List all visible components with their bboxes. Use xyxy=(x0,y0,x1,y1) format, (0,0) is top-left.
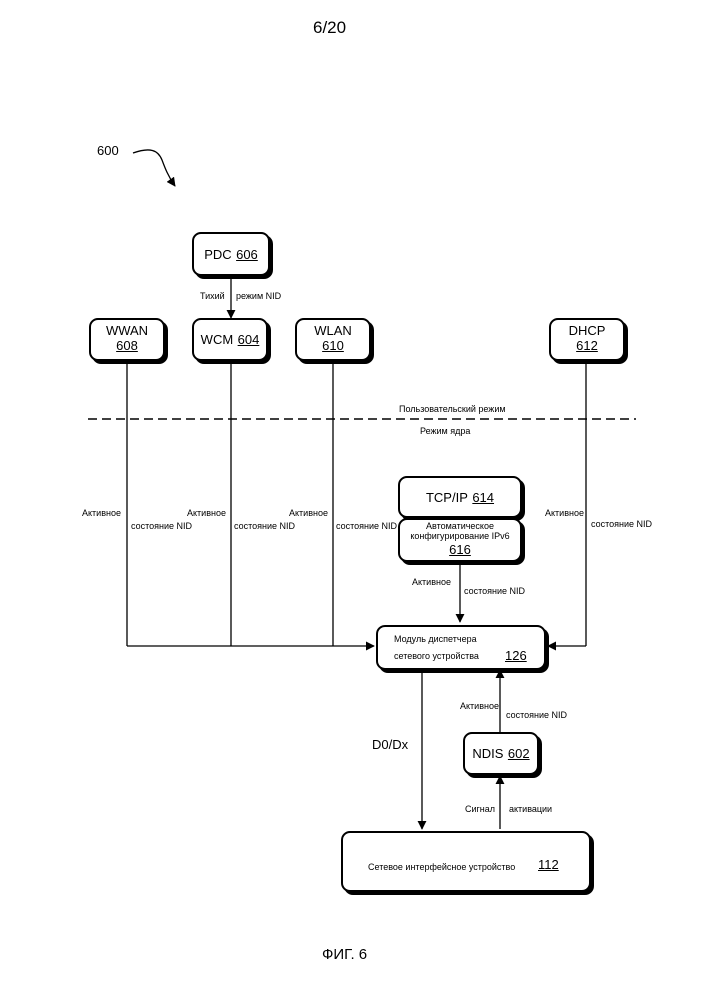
dhcp-label: DHCP xyxy=(551,323,623,338)
nid-num: 112 xyxy=(538,857,559,872)
wlan-edge-label-b: состояние NID xyxy=(336,521,397,531)
tcpip-label: TCP/IP xyxy=(426,490,468,505)
ipv6-label-1: Автоматическое xyxy=(400,521,520,531)
user-mode-label: Пользовательский режим xyxy=(399,404,506,414)
dhcp-box: DHCP 612 xyxy=(549,318,625,361)
wlan-box: WLAN 610 xyxy=(295,318,371,361)
dhcp-edge-label-a: Активное xyxy=(545,508,584,518)
signal-label-b: активации xyxy=(509,804,552,814)
wcm-box: WCM 604 xyxy=(192,318,268,361)
signal-label-a: Сигнал xyxy=(465,804,495,814)
wlan-label: WLAN xyxy=(297,323,369,338)
ndis-edge-label-a: Активное xyxy=(460,701,499,711)
wcm-edge-label-b: состояние NID xyxy=(234,521,295,531)
tcpip-num: 614 xyxy=(472,490,494,505)
figure-caption: ФИГ. 6 xyxy=(322,946,367,963)
wcm-label: WCM xyxy=(201,332,234,347)
ipv6-box: Автоматическое конфигурирование IPv6 616 xyxy=(398,518,522,562)
wcm-num: 604 xyxy=(238,332,260,347)
ipv6-edge-label-a: Активное xyxy=(412,577,451,587)
wwan-box: WWAN 608 xyxy=(89,318,165,361)
wwan-num: 608 xyxy=(91,338,163,353)
ipv6-label-2: конфигурирование IPv6 xyxy=(400,531,520,541)
ndm-label-1: Модуль диспетчера xyxy=(394,634,477,644)
ipv6-num: 616 xyxy=(400,542,520,557)
d0dx-label: D0/Dx xyxy=(372,737,408,752)
ndm-box: Модуль диспетчера сетевого устройства 12… xyxy=(376,625,546,670)
ndm-label-2: сетевого устройства xyxy=(394,651,479,661)
pdc-wcm-label-a: Тихий xyxy=(200,291,225,301)
ndm-num: 126 xyxy=(505,648,527,663)
figure-ref: 600 xyxy=(97,143,119,158)
ndis-num: 602 xyxy=(508,746,530,761)
ref-600-arrow xyxy=(133,150,175,186)
ndis-label: NDIS xyxy=(472,746,503,761)
wcm-edge-label-a: Активное xyxy=(187,508,226,518)
dhcp-edge-label-b: состояние NID xyxy=(591,519,652,529)
wwan-edge-label-b: состояние NID xyxy=(131,521,192,531)
wwan-label: WWAN xyxy=(91,323,163,338)
ndis-box: NDIS 602 xyxy=(463,732,539,775)
dhcp-num: 612 xyxy=(551,338,623,353)
pdc-box: PDC 606 xyxy=(192,232,270,276)
ipv6-edge-label-b: состояние NID xyxy=(464,586,525,596)
page-number: 6/20 xyxy=(313,18,346,38)
wwan-edge-label-a: Активное xyxy=(82,508,121,518)
nid-box: Сетевое интерфейсное устройство 112 xyxy=(341,831,591,892)
kernel-mode-label: Режим ядра xyxy=(420,426,470,436)
tcpip-box: TCP/IP 614 xyxy=(398,476,522,518)
nid-label: Сетевое интерфейсное устройство xyxy=(368,862,515,872)
ndis-edge-label-b: состояние NID xyxy=(506,710,567,720)
pdc-num: 606 xyxy=(236,247,258,262)
pdc-wcm-label-b: режим NID xyxy=(236,291,281,301)
wlan-edge-label-a: Активное xyxy=(289,508,328,518)
pdc-label: PDC xyxy=(204,247,231,262)
wlan-num: 610 xyxy=(297,338,369,353)
